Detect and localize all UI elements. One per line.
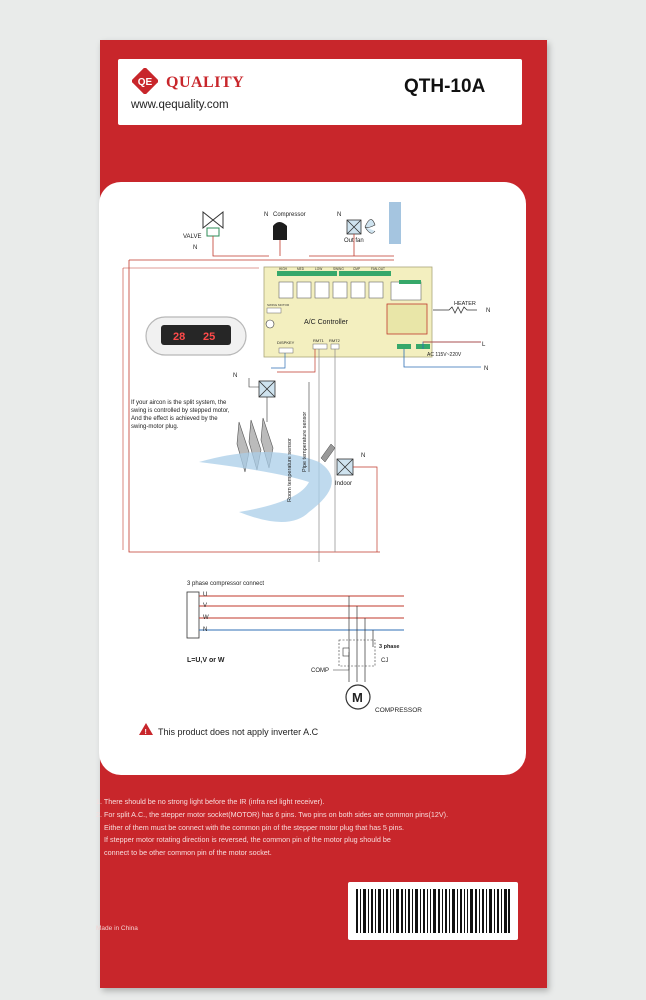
note-3: Either of them must be connect with the … bbox=[104, 822, 405, 832]
pipe-sensor-label: Pipe temperature sensor bbox=[302, 412, 308, 472]
indoor-neutral-label: N bbox=[361, 453, 365, 459]
relay-label-high: HIGH bbox=[279, 267, 288, 271]
phase-label-u: U bbox=[203, 592, 207, 598]
instruction-notes: 1. There should be no strong light befor… bbox=[96, 796, 516, 860]
relay-block bbox=[278, 281, 384, 299]
room-sensor-label: Room temperature sensor bbox=[287, 438, 293, 502]
compressor-motor-icon bbox=[345, 684, 371, 710]
fan-neutral-label: N bbox=[337, 212, 341, 218]
quality-logo-icon: QE bbox=[132, 68, 158, 94]
indoor-label: Indoor bbox=[335, 481, 352, 487]
pipe-sensor-probe-icon bbox=[320, 443, 336, 463]
valve-label: VALVE bbox=[183, 234, 201, 240]
relay-label-med: MED bbox=[297, 267, 305, 271]
ac-input-label: AC 115V~220V bbox=[427, 352, 462, 358]
swing-motor-connector bbox=[266, 307, 282, 314]
barcode-label bbox=[348, 882, 518, 940]
display-room-temp: 28 bbox=[173, 331, 185, 343]
heater-label: HEATER bbox=[454, 301, 476, 307]
relay-terminals bbox=[277, 271, 391, 276]
valve-neutral-label: N bbox=[193, 245, 197, 251]
barcode-icon bbox=[356, 889, 510, 933]
dispkey-label: DISPKEY bbox=[277, 340, 295, 345]
brand-header bbox=[118, 59, 522, 125]
airflow-icon bbox=[199, 452, 332, 522]
three-phase-title: 3 phase compressor connect bbox=[187, 581, 264, 587]
phase-label-w: W bbox=[203, 615, 209, 621]
svg-text:QE: QE bbox=[138, 77, 153, 88]
ir-receiver-icon bbox=[265, 319, 275, 329]
valve-symbol-icon bbox=[202, 210, 224, 237]
rmt2-label: RMT2 bbox=[329, 338, 341, 343]
line-label: L bbox=[482, 342, 486, 348]
three-phase-terminal-block bbox=[186, 591, 200, 639]
motor-label: COMPRESSOR bbox=[375, 707, 422, 714]
motor-symbol: M bbox=[352, 690, 363, 705]
fan-blade-icon bbox=[364, 219, 376, 234]
brand-website: www.qequality.com bbox=[131, 99, 229, 111]
phase-label-n: N bbox=[203, 627, 207, 633]
phase-formula: L=U,V or W bbox=[187, 657, 225, 664]
contactor-icon bbox=[338, 596, 376, 682]
swing-note-line-1: If your aircon is the split system, the bbox=[131, 400, 227, 406]
controller-label: A/C Controller bbox=[304, 319, 349, 326]
relay-label-cmp: CMP bbox=[353, 267, 360, 271]
compressor-neutral-label: N bbox=[264, 212, 268, 218]
warning-icon bbox=[139, 723, 153, 735]
compressor-icon bbox=[273, 222, 287, 240]
swing-motor-connector-label: SWING MOTOR bbox=[267, 303, 290, 307]
swing-note-line-3: And the effect is achieved by the bbox=[131, 416, 218, 422]
svg-text:!: ! bbox=[145, 729, 147, 736]
swing-neutral-label: N bbox=[233, 373, 237, 379]
remote-display-icon bbox=[145, 316, 247, 356]
made-in-label: Made in China bbox=[96, 925, 138, 932]
power-terminal bbox=[397, 344, 411, 349]
swing-note-line-2: swing is controlled by stepped motor, bbox=[131, 408, 230, 414]
note-2: 2. For split A.C., the stepper motor soc… bbox=[96, 809, 449, 819]
note-5: connect to be other common pin of the mo… bbox=[104, 848, 272, 858]
heater-neutral-label: N bbox=[486, 308, 490, 314]
comp-label: COMP bbox=[311, 668, 329, 674]
note-4: If stepper motor rotating direction is r… bbox=[104, 835, 391, 845]
compressor-label: Compressor bbox=[273, 212, 306, 218]
brand-name: QUALITY bbox=[166, 74, 245, 91]
contactor-label: 3 phase bbox=[379, 644, 399, 650]
note-1: 1. There should be no strong light befor… bbox=[96, 797, 325, 806]
phase-lines bbox=[199, 595, 404, 631]
relay-label-low: LOW bbox=[315, 267, 322, 271]
rmt1-label: RMT1 bbox=[313, 338, 325, 343]
phase-label-v: V bbox=[203, 603, 207, 609]
warning-text: This product does not apply inverter A.C bbox=[158, 727, 319, 737]
swing-note-line-4: swing-motor plug. bbox=[131, 424, 179, 430]
heater-resistor-icon bbox=[433, 306, 477, 314]
wiring-diagram: VALVE N N Compressor N Out fan bbox=[122, 202, 490, 737]
display-set-temp: 25 bbox=[203, 331, 215, 343]
model-number: QTH-10A bbox=[404, 76, 486, 97]
supply-neutral-label: N bbox=[484, 366, 488, 372]
relay-label-swing: SWING bbox=[333, 267, 344, 271]
relay-label-fan-out: FAN-OUT bbox=[371, 267, 385, 271]
contactor-id: CJ bbox=[381, 658, 388, 664]
coil-icon bbox=[389, 202, 401, 244]
heater-relay-block bbox=[386, 303, 428, 335]
